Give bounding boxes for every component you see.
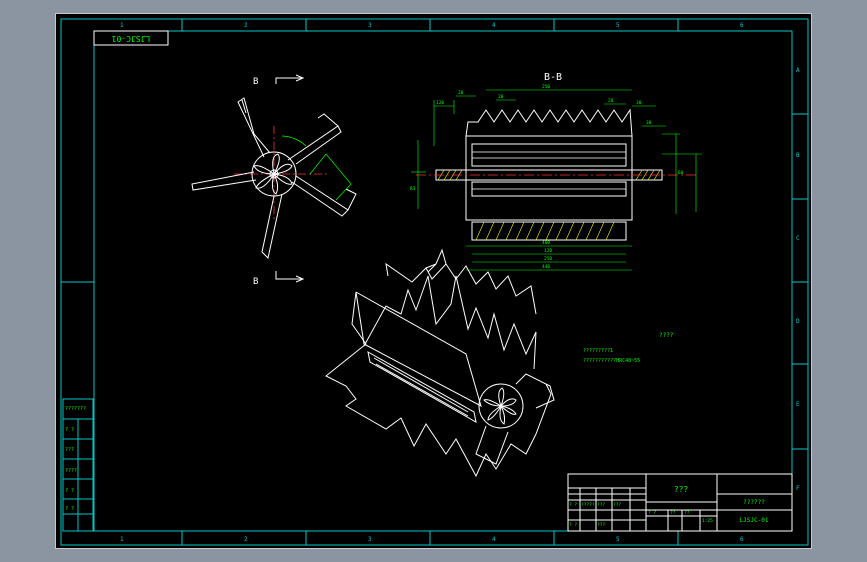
- isometric-view: [325, 248, 555, 478]
- title-center: ???: [674, 485, 689, 494]
- left-label-4: ????: [65, 468, 77, 474]
- title-cell-5: ? ?: [569, 522, 577, 528]
- left-label-3: ???: [65, 447, 74, 453]
- dim-label-7: 400: [542, 240, 550, 246]
- dim-label-3: 20: [498, 94, 504, 100]
- left-label-2: ? ?: [65, 427, 74, 433]
- code-stamp-box: [93, 30, 169, 46]
- title-cell-4: ???: [613, 502, 621, 508]
- left-label-stack: [62, 398, 94, 532]
- title-cell-9: ??: [684, 510, 690, 516]
- zone-number-2-bottom: 2: [244, 536, 248, 543]
- dim-label-2: 20: [458, 90, 464, 96]
- zone-letter-e: E: [796, 401, 800, 408]
- zone-number-3-bottom: 3: [368, 536, 372, 543]
- title-cell-7: ? ?: [648, 510, 656, 516]
- dim-label-6: 250: [542, 84, 550, 90]
- inner-frame: [93, 30, 793, 532]
- dim-label-8: 440: [542, 264, 550, 270]
- note-line1: ?????????1: [583, 348, 613, 354]
- left-label-6: ? ?: [65, 506, 74, 512]
- title-cell-6: ???: [597, 522, 605, 528]
- zone-number-6: 6: [740, 22, 744, 29]
- dim-label-10: 60: [678, 170, 684, 176]
- dim-label-5: 30: [636, 100, 642, 106]
- zone-number-5-bottom: 5: [616, 536, 620, 543]
- title-cell-1: ? ?: [569, 502, 577, 508]
- zone-letter-d: D: [796, 318, 800, 325]
- title-cell-3: ???: [597, 502, 605, 508]
- title-block: [567, 473, 793, 532]
- dim-label-12: 250: [544, 256, 552, 262]
- zone-number-2: 2: [244, 22, 248, 29]
- zone-number-5: 5: [616, 22, 620, 29]
- zone-number-6-bottom: 6: [740, 536, 744, 543]
- dim-label-11: 120: [544, 248, 552, 254]
- zone-letter-c: C: [796, 235, 800, 242]
- note-question: ????: [659, 332, 674, 339]
- section-marker-bottom: B: [253, 277, 258, 287]
- left-label-5: ? ?: [65, 488, 74, 494]
- outer-frame: [60, 18, 809, 546]
- rotor-front-view: B B: [191, 74, 357, 287]
- dim-label-4: 20: [608, 98, 614, 104]
- code-stamp: LJSJC-01: [112, 34, 151, 43]
- cad-drawing: 1 2 3 4 5 6 1 2 3 4 5 6 A B C D E F LJSJ…: [60, 18, 809, 546]
- title-cell-2: ?????: [581, 502, 595, 508]
- section-view-bb: B-B: [410, 72, 702, 271]
- zone-ticks: [61, 19, 808, 545]
- drawing-code: LJSJC-01: [740, 517, 769, 524]
- zone-number-3: 3: [368, 22, 372, 29]
- dim-label-1: 120: [436, 100, 444, 106]
- zone-number-4: 4: [492, 22, 496, 29]
- zone-number-1: 1: [120, 22, 124, 29]
- dim-label-9: 30: [646, 120, 652, 126]
- title-cell-8: ??: [670, 510, 676, 516]
- zone-letter-a: A: [796, 67, 800, 74]
- note-line2: ???????????HRC48~55: [583, 358, 640, 364]
- section-marker-top: B: [253, 77, 258, 87]
- section-title: B-B: [544, 72, 562, 83]
- left-label-1: ???????: [65, 406, 86, 412]
- scale: 1:25: [702, 518, 713, 524]
- drawing-sheet: 1 2 3 4 5 6 1 2 3 4 5 6 A B C D E F LJSJ…: [55, 13, 812, 549]
- zone-number-1-bottom: 1: [120, 536, 124, 543]
- title-right: ??????: [743, 499, 765, 506]
- zone-letter-b: B: [796, 152, 800, 159]
- zone-letter-f: F: [796, 485, 800, 492]
- zone-number-4-bottom: 4: [492, 536, 496, 543]
- dim-label-13: R3: [410, 186, 416, 192]
